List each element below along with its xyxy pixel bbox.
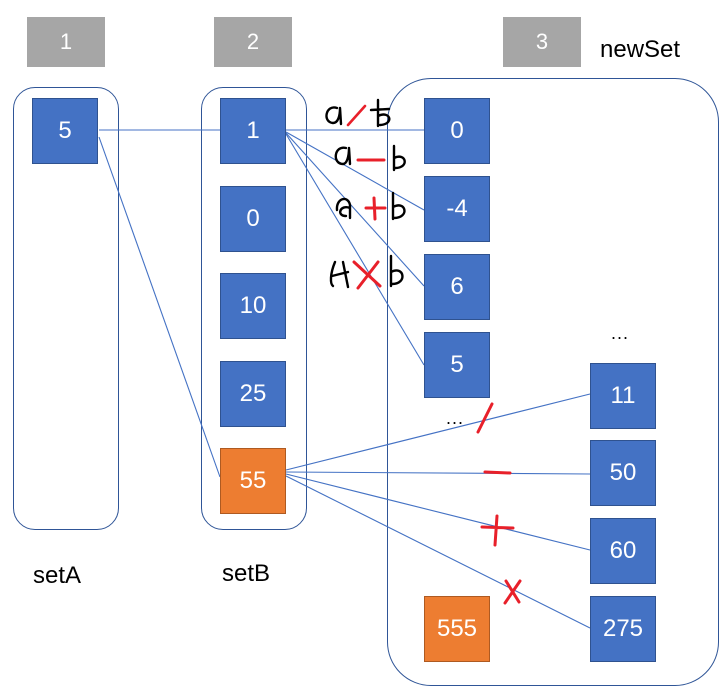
mark-divide	[476, 402, 494, 434]
newset-item-5: 5	[424, 332, 490, 398]
newset-item-555: 555	[424, 596, 490, 662]
newset-item-neg4: -4	[424, 176, 490, 242]
mark-add	[480, 514, 515, 547]
setB-item-1: 1	[220, 98, 286, 164]
edge-1-5	[285, 133, 425, 366]
formula-add	[335, 191, 406, 221]
header-2: 2	[214, 17, 292, 67]
edge-1-6	[285, 132, 425, 287]
ellipsis-right: ...	[611, 323, 630, 343]
newset-item-275: 275	[590, 596, 656, 662]
edge-55-60	[285, 473, 591, 551]
edge-1-neg4	[285, 131, 425, 211]
setB-item-10: 10	[220, 273, 286, 339]
caption-setA: setA	[33, 562, 82, 589]
setB-item-25: 25	[220, 361, 286, 427]
formula-multiply	[329, 254, 404, 290]
header-3: 3	[503, 17, 581, 67]
setB-item-55: 55	[220, 448, 286, 514]
edge-55-50	[285, 471, 591, 475]
caption-newset: newSet	[600, 36, 681, 63]
edge-55-11	[285, 393, 591, 471]
mark-subtract	[483, 470, 512, 475]
setA-container	[13, 87, 119, 530]
header-1: 1	[27, 17, 105, 67]
ellipsis-left: ...	[446, 408, 465, 428]
setB-container	[201, 87, 307, 530]
newset-item-50: 50	[590, 440, 656, 506]
formula-subtract	[334, 144, 406, 172]
operator-marks-lower	[476, 402, 522, 605]
newset-item-0: 0	[424, 98, 490, 164]
newset-item-6: 6	[424, 254, 490, 320]
mark-multiply	[503, 579, 522, 605]
edge-55-275	[285, 475, 591, 629]
newset-item-11: 11	[590, 363, 656, 429]
caption-setB: setB	[222, 560, 271, 587]
setB-item-0: 0	[220, 186, 286, 252]
formula-divide	[325, 98, 391, 128]
newset-item-60: 60	[590, 518, 656, 584]
edge-5-55	[98, 136, 221, 478]
newset-container	[387, 78, 719, 686]
setA-item-5: 5	[32, 98, 98, 164]
